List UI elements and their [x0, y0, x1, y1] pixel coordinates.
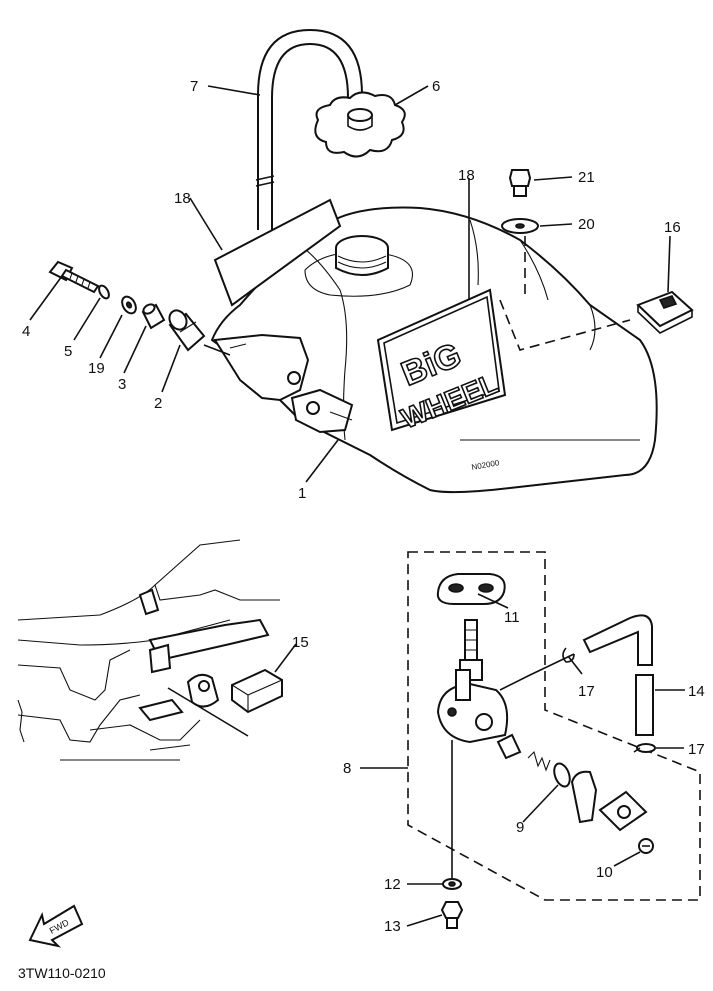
label-12: 12 [384, 876, 401, 893]
label-21: 21 [578, 169, 595, 186]
clip-17-bottom [633, 743, 656, 753]
bolt-13 [440, 901, 464, 929]
o-ring-9 [553, 762, 571, 788]
screw-10 [638, 838, 654, 854]
washer-5 [98, 284, 110, 300]
label-6: 6 [432, 78, 440, 95]
damper-16 [636, 290, 694, 334]
label-11: 11 [504, 609, 520, 626]
label-3: 3 [118, 376, 126, 393]
label-14: 14 [688, 683, 705, 700]
bolt-4 [48, 260, 100, 294]
label-18-decal-left [213, 198, 342, 307]
label-5: 5 [64, 343, 72, 360]
washer-20 [501, 218, 539, 234]
damper-2 [168, 309, 206, 352]
fuel-cap [314, 91, 406, 158]
washer-19 [121, 295, 137, 315]
label-15: 15 [292, 634, 309, 651]
drawing-code: 3TW110-0210 [18, 965, 106, 981]
label-17-top: 17 [578, 683, 595, 700]
damper-15 [231, 668, 283, 714]
breather-hose [255, 28, 363, 230]
collar-3 [141, 303, 166, 330]
fuel-tank: N02000 [210, 206, 658, 494]
label-20: 20 [578, 216, 595, 233]
washer-12 [442, 878, 462, 890]
clip-17-top [562, 647, 575, 663]
label-1: 1 [298, 485, 306, 502]
label-9: 9 [516, 819, 524, 836]
label-16: 16 [664, 219, 681, 236]
label-2: 2 [154, 395, 162, 412]
fuel-cock-body [436, 619, 509, 880]
bolt-21 [508, 169, 532, 197]
fuel-hose-14 [582, 614, 654, 736]
label-18-left: 18 [174, 190, 191, 207]
fwd-arrow-icon: FWD [28, 904, 84, 948]
filter-bushing [496, 733, 522, 760]
label-18-top: 18 [458, 167, 475, 184]
label-7: 7 [190, 78, 198, 95]
spring [527, 750, 551, 772]
label-19: 19 [88, 360, 105, 377]
label-17-bottom: 17 [688, 741, 705, 758]
label-10: 10 [596, 864, 613, 881]
cover-plate [598, 790, 648, 832]
label-8: 8 [343, 760, 351, 777]
lever [570, 770, 598, 824]
label-4: 4 [22, 323, 30, 340]
frame-detail [17, 539, 280, 761]
gasket-11 [436, 573, 506, 605]
label-13: 13 [384, 918, 401, 935]
